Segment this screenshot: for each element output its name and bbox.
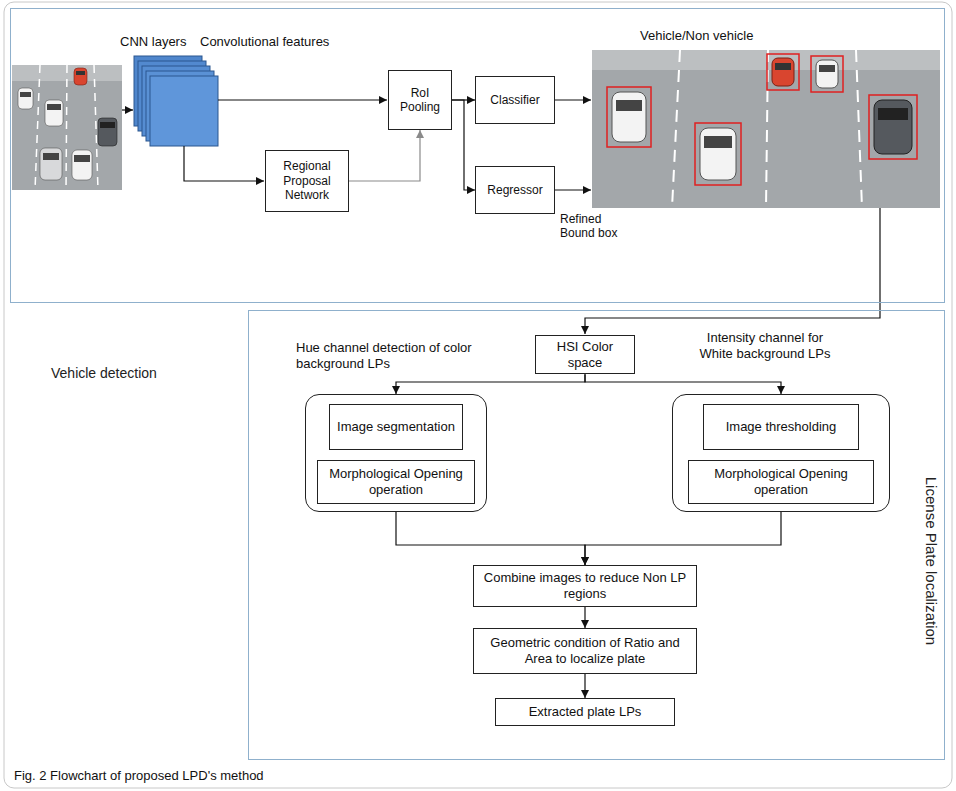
process-box: Image segmentation (329, 404, 463, 450)
box-label: Extracted plate LPs (529, 704, 642, 720)
car-window (819, 65, 835, 72)
car-window (74, 155, 90, 162)
figure-label: Refined Bound box (560, 212, 630, 241)
box-label: RoI Pooling (395, 86, 445, 115)
cnn-feature-stack (134, 56, 218, 146)
car-window (43, 153, 59, 160)
car (612, 92, 646, 142)
process-box: Classifier (475, 76, 555, 124)
box-label: Classifier (490, 93, 539, 107)
flow-connector (452, 100, 475, 190)
figure-label: Convolutional features (200, 34, 329, 50)
box-label: Regional Proposal Network (272, 159, 342, 202)
box-label: Image segmentation (337, 419, 455, 435)
process-box: Combine images to reduce Non LP regions (473, 565, 697, 607)
feature-map (150, 76, 218, 146)
branch-label: Intensity channel for White background L… (690, 330, 840, 361)
car-window (704, 136, 732, 148)
road-far-area (592, 50, 940, 70)
input-road-photo (12, 65, 122, 190)
lane-line (35, 65, 40, 190)
process-box: Regional Proposal Network (265, 150, 349, 212)
car (816, 60, 838, 88)
road-surface (592, 50, 940, 208)
car (98, 118, 117, 146)
box-label: Image thresholding (726, 419, 837, 435)
car-window (47, 104, 61, 110)
channel-group: Image segmentationMorphological Opening … (305, 394, 487, 512)
flow-arrow (585, 208, 880, 334)
process-box: Morphological Opening operation (317, 460, 475, 504)
lane-line (672, 50, 680, 208)
figure-label: CNN layers (120, 34, 186, 50)
detection-box (607, 87, 651, 147)
process-box: Extracted plate LPs (495, 698, 675, 726)
car (772, 58, 794, 86)
flow-arrow (218, 99, 387, 100)
flow-arrow (184, 146, 264, 181)
box-label: Geometric condition of Ratio and Area to… (480, 635, 690, 666)
car-window (20, 92, 31, 97)
detection-box (869, 95, 917, 159)
panel-heading: License Plate localization (923, 477, 940, 645)
branch-label: Hue channel detection of color backgroun… (296, 340, 496, 371)
process-box: HSI Color space (535, 335, 635, 374)
lane-line (66, 65, 67, 190)
vehicle-detection-panel: Vehicle detectionRoI PoolingClassifierRe… (10, 8, 945, 303)
car-window (100, 122, 115, 128)
car-window (775, 63, 791, 70)
figure-label: Vehicle/Non vehicle (640, 28, 753, 44)
box-label: Combine images to reduce Non LP regions (480, 570, 690, 601)
plate-localization-panel: License Plate localization HSI Color spac… (248, 310, 945, 760)
box-label: HSI Color space (542, 339, 628, 370)
detection-box (695, 123, 741, 185)
lane-line (856, 50, 862, 208)
flow-arrow (122, 109, 133, 110)
detection-box (811, 56, 843, 92)
panel-heading: Vehicle detection (51, 365, 157, 381)
car (700, 128, 736, 180)
detection-result-photo (592, 50, 940, 208)
car-window (76, 71, 85, 75)
flow-connector (349, 130, 420, 181)
process-box: Morphological Opening operation (688, 460, 874, 504)
flow-connector (584, 607, 585, 628)
car (40, 148, 62, 180)
process-box: RoI Pooling (388, 70, 452, 130)
detection-box (767, 54, 799, 90)
process-box: Regressor (475, 166, 555, 214)
channel-group: Image thresholdingMorphological Opening … (672, 394, 890, 512)
lane-line (94, 65, 98, 190)
flow-connector (396, 512, 585, 565)
car (18, 88, 33, 109)
car (72, 150, 92, 180)
flow-arrow (555, 99, 591, 100)
flow-connector (584, 674, 585, 698)
box-label: Regressor (487, 183, 542, 197)
box-label: Morphological Opening operation (695, 466, 867, 497)
road-surface (12, 65, 122, 190)
flow-connector (585, 512, 781, 565)
process-box: Image thresholding (703, 404, 859, 450)
figure-frame (4, 2, 952, 788)
box-label: Morphological Opening operation (324, 466, 468, 497)
flow-arrow (555, 189, 591, 190)
flow-connector (585, 374, 781, 394)
car-window (878, 108, 908, 120)
car-window (616, 100, 642, 111)
process-box: Geometric condition of Ratio and Area to… (473, 628, 697, 674)
figure-caption: Fig. 2 Flowchart of proposed LPD's metho… (14, 768, 264, 784)
car (74, 68, 87, 85)
flow-connector (396, 374, 585, 394)
car (45, 100, 63, 126)
car (874, 100, 912, 154)
